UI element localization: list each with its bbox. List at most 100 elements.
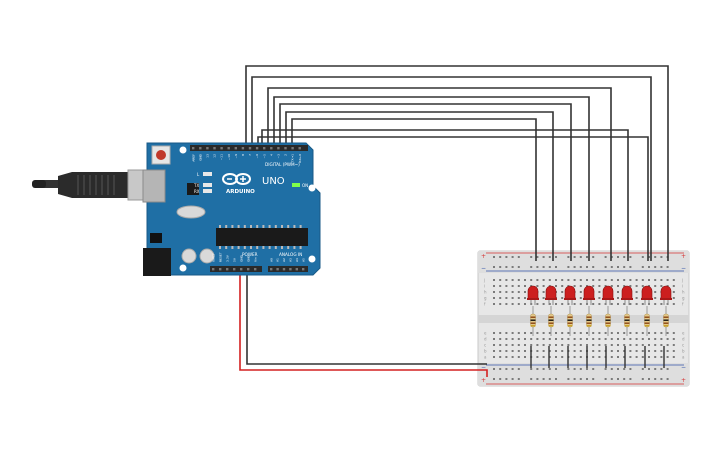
breadboard-hole[interactable] — [530, 378, 533, 380]
header-hole[interactable] — [277, 147, 280, 150]
breadboard-hole[interactable] — [629, 266, 632, 268]
breadboard-hole[interactable] — [617, 350, 619, 352]
breadboard-hole[interactable] — [598, 338, 601, 340]
breadboard-hole[interactable] — [672, 279, 675, 281]
breadboard-hole[interactable] — [511, 350, 514, 352]
breadboard-hole[interactable] — [524, 291, 526, 293]
breadboard-hole[interactable] — [536, 350, 539, 352]
breadboard-hole[interactable] — [604, 285, 607, 287]
breadboard-hole[interactable] — [586, 378, 588, 380]
breadboard-hole[interactable] — [666, 378, 669, 380]
header-hole[interactable] — [241, 147, 245, 150]
breadboard-hole[interactable] — [635, 338, 638, 340]
breadboard-hole[interactable] — [555, 378, 557, 380]
breadboard-hole[interactable] — [561, 303, 564, 305]
breadboard-hole[interactable] — [672, 285, 675, 287]
breadboard-hole[interactable] — [610, 332, 613, 334]
breadboard-hole[interactable] — [648, 378, 650, 380]
breadboard-hole[interactable] — [573, 279, 576, 281]
breadboard-hole[interactable] — [517, 338, 520, 340]
breadboard-hole[interactable] — [604, 279, 607, 281]
breadboard-hole[interactable] — [629, 378, 632, 380]
breadboard-hole[interactable] — [598, 291, 601, 293]
breadboard-hole[interactable] — [592, 338, 595, 340]
header-hole[interactable] — [289, 268, 292, 271]
breadboard-hole[interactable] — [530, 332, 533, 334]
top-power-rail[interactable] — [478, 251, 689, 273]
header-hole[interactable] — [206, 147, 209, 150]
breadboard-hole[interactable] — [610, 350, 613, 352]
breadboard-hole[interactable] — [573, 378, 576, 380]
breadboard-hole[interactable] — [567, 378, 570, 380]
breadboard-hole[interactable] — [567, 266, 570, 268]
breadboard-hole[interactable] — [579, 303, 582, 305]
breadboard-hole[interactable] — [561, 344, 564, 346]
breadboard-hole[interactable] — [641, 368, 644, 370]
header-hole[interactable] — [199, 147, 202, 150]
breadboard-hole[interactable] — [666, 266, 669, 268]
header-hole[interactable] — [212, 268, 215, 271]
breadboard-hole[interactable] — [555, 344, 557, 346]
breadboard-hole[interactable] — [629, 368, 632, 370]
breadboard-hole[interactable] — [493, 344, 495, 346]
breadboard-hole[interactable] — [648, 368, 650, 370]
breadboard-hole[interactable] — [635, 291, 638, 293]
breadboard-hole[interactable] — [555, 350, 557, 352]
breadboard-hole[interactable] — [536, 266, 539, 268]
breadboard-hole[interactable] — [530, 266, 533, 268]
breadboard-hole[interactable] — [617, 368, 619, 370]
breadboard-hole[interactable] — [660, 332, 663, 334]
breadboard-hole[interactable] — [660, 356, 663, 358]
breadboard-hole[interactable] — [511, 291, 514, 293]
breadboard-hole[interactable] — [579, 368, 582, 370]
header-hole[interactable] — [284, 147, 287, 150]
wire-pin7[interactable] — [291, 118, 537, 261]
breadboard-hole[interactable] — [635, 332, 638, 334]
breadboard-hole[interactable] — [654, 303, 657, 305]
breadboard-hole[interactable] — [672, 338, 675, 340]
breadboard-hole[interactable] — [598, 344, 601, 346]
red-led[interactable] — [564, 285, 576, 300]
header-hole[interactable] — [270, 268, 273, 271]
breadboard-hole[interactable] — [604, 256, 607, 258]
breadboard-hole[interactable] — [499, 291, 502, 293]
breadboard-hole[interactable] — [654, 378, 657, 380]
breadboard-hole[interactable] — [579, 297, 582, 299]
breadboard-hole[interactable] — [511, 356, 514, 358]
breadboard-hole[interactable] — [511, 344, 514, 346]
breadboard-hole[interactable] — [573, 256, 576, 258]
breadboard-hole[interactable] — [493, 350, 495, 352]
breadboard-hole[interactable] — [517, 297, 520, 299]
breadboard-hole[interactable] — [604, 344, 607, 346]
breadboard-hole[interactable] — [493, 291, 495, 293]
breadboard-hole[interactable] — [623, 344, 626, 346]
breadboard-hole[interactable] — [555, 303, 557, 305]
breadboard-hole[interactable] — [617, 303, 619, 305]
breadboard-hole[interactable] — [493, 378, 495, 380]
breadboard-hole[interactable] — [629, 338, 632, 340]
breadboard-hole[interactable] — [493, 297, 495, 299]
breadboard-hole[interactable] — [555, 338, 557, 340]
breadboard-hole[interactable] — [536, 368, 539, 370]
breadboard-hole[interactable] — [648, 256, 650, 258]
breadboard-hole[interactable] — [610, 266, 613, 268]
breadboard-hole[interactable] — [511, 303, 514, 305]
breadboard-hole[interactable] — [517, 279, 520, 281]
wire-pin8[interactable] — [285, 111, 554, 261]
breadboard-hole[interactable] — [623, 356, 626, 358]
breadboard-hole[interactable] — [623, 285, 626, 287]
breadboard-hole[interactable] — [555, 279, 557, 281]
breadboard-hole[interactable] — [604, 378, 607, 380]
breadboard-hole[interactable] — [617, 332, 619, 334]
breadboard-hole[interactable] — [654, 344, 657, 346]
breadboard-hole[interactable] — [542, 368, 545, 370]
breadboard-hole[interactable] — [517, 291, 520, 293]
breadboard-hole[interactable] — [617, 356, 619, 358]
breadboard-hole[interactable] — [493, 332, 495, 334]
breadboard-hole[interactable] — [573, 266, 576, 268]
breadboard-hole[interactable] — [586, 266, 588, 268]
breadboard-hole[interactable] — [654, 350, 657, 352]
breadboard-hole[interactable] — [555, 332, 557, 334]
breadboard-hole[interactable] — [592, 356, 595, 358]
